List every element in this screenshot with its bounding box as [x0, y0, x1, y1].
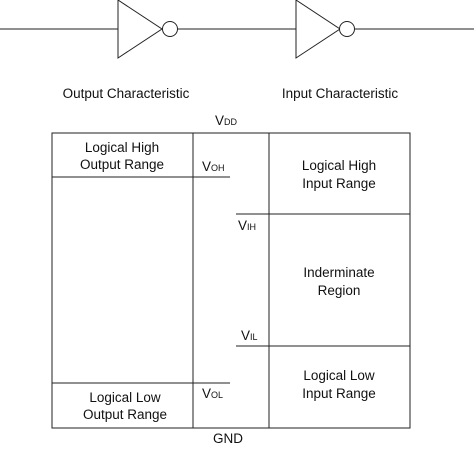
output-characteristic-heading: Output Characteristic — [62, 86, 190, 101]
vol-label-main: V — [202, 386, 212, 401]
input-mid-line2: Region — [317, 283, 361, 298]
vih-label: VIH — [238, 217, 256, 236]
vih-label-main: V — [238, 218, 248, 233]
vdd-label-main: V — [215, 113, 225, 128]
input-low-line1: Logical Low — [303, 368, 375, 383]
input-low-line2: Input Range — [302, 386, 376, 401]
input-high-line1: Logical High — [301, 158, 377, 173]
input-high-line2: Input Range — [302, 176, 376, 191]
output-low-line1: Logical Low — [89, 390, 161, 405]
output-low-line2: Output Range — [82, 407, 168, 422]
voh-label-sub: OH — [211, 163, 225, 173]
vdd-label: VDD — [215, 112, 237, 131]
inverter-2-icon — [295, 0, 341, 59]
vih-label-sub: IH — [247, 222, 257, 232]
vdd-label-sub: DD — [224, 117, 238, 127]
vol-label: VOL — [202, 385, 223, 404]
vil-label-sub: IL — [250, 332, 258, 342]
voh-label-main: V — [202, 159, 212, 174]
input-column-box — [268, 132, 411, 429]
inverter-1-icon — [117, 0, 163, 59]
vil-label-main: V — [241, 328, 251, 343]
inverter-1-bubble-icon — [162, 21, 178, 37]
inverter-2-bubble-icon — [339, 21, 355, 37]
input-characteristic-heading: Input Characteristic — [281, 86, 399, 101]
vol-label-sub: OL — [211, 390, 224, 400]
output-high-line1: Logical High — [84, 140, 160, 155]
input-mid-line1: Inderminate — [303, 265, 375, 280]
gnd-label: GND — [213, 431, 243, 446]
output-column-box — [51, 132, 194, 429]
voh-label: VOH — [202, 158, 225, 177]
output-high-line2: Output Range — [79, 157, 165, 172]
vil-label: VIL — [241, 327, 258, 346]
inverter-chain — [0, 0, 474, 59]
